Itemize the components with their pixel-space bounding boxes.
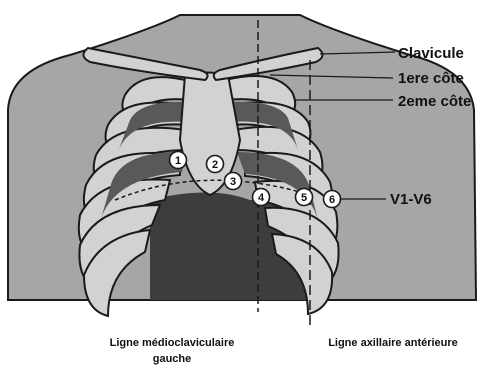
electrode-6-label: 6: [329, 194, 335, 206]
electrode-5: 5: [296, 189, 313, 206]
label-ligne-medioclaviculaire-line1: Ligne médioclaviculaire: [110, 337, 235, 349]
electrode-4: 4: [253, 189, 270, 206]
electrode-4-label: 4: [258, 192, 265, 204]
electrode-3-label: 3: [230, 176, 236, 188]
electrode-2-label: 2: [212, 159, 218, 171]
electrode-1-label: 1: [175, 155, 181, 167]
label-deuxieme-cote: 2eme côte: [398, 93, 471, 110]
label-ligne-axillaire: Ligne axillaire antérieure: [328, 337, 458, 349]
electrode-1: 1: [170, 152, 187, 169]
electrode-6: 6: [324, 191, 341, 208]
label-clavicule: Clavicule: [398, 45, 464, 62]
electrode-3: 3: [225, 173, 242, 190]
label-v-range: V1-V6: [390, 191, 432, 208]
electrode-2: 2: [207, 156, 224, 173]
electrode-5-label: 5: [301, 192, 307, 204]
label-premiere-cote: 1ere côte: [398, 70, 464, 87]
label-ligne-medioclaviculaire-line2: gauche: [153, 353, 192, 365]
